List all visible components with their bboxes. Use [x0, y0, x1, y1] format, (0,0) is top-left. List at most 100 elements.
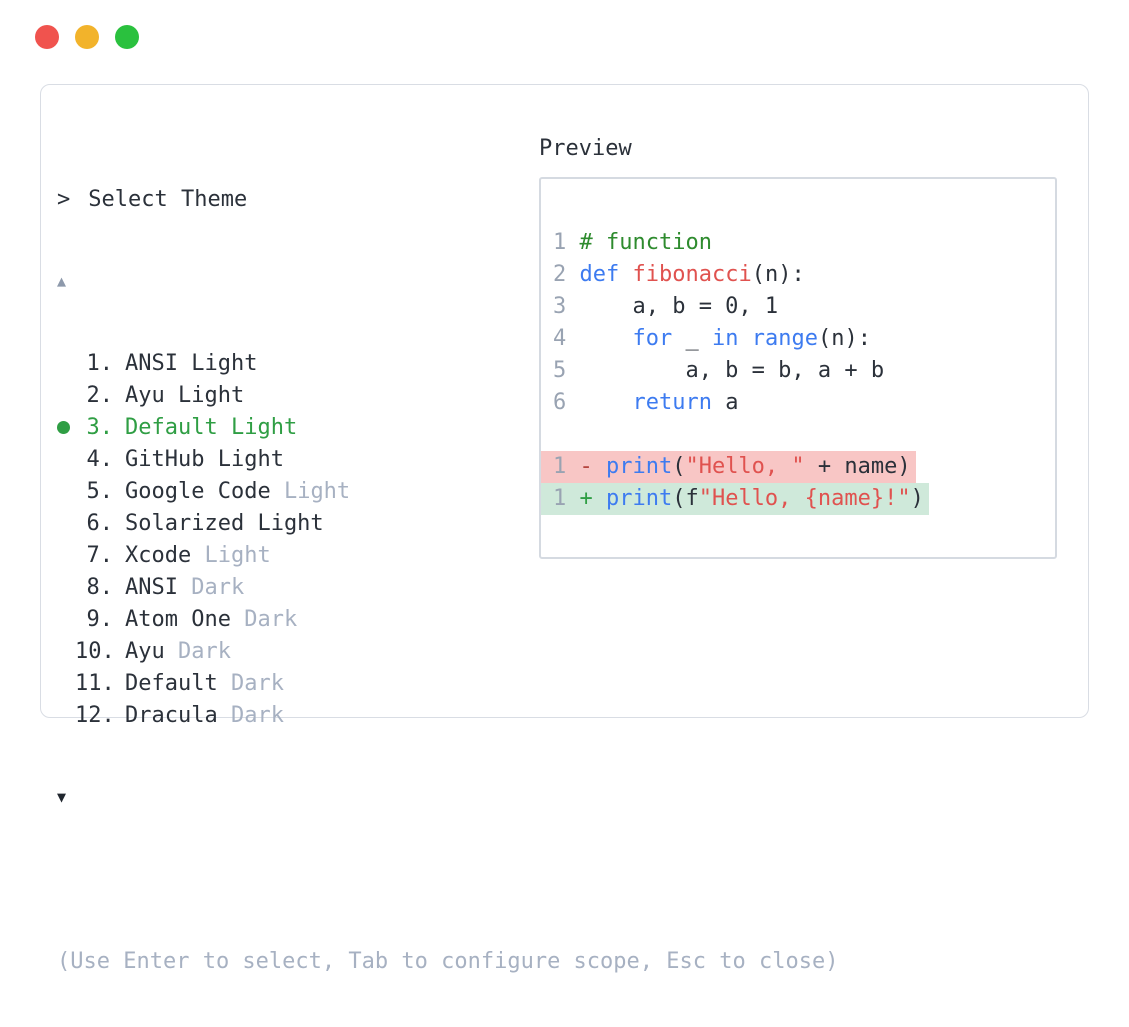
theme-item-number: 12.	[75, 702, 115, 728]
theme-item-label: Ayu	[125, 638, 165, 664]
help-text: (Use Enter to select, Tab to configure s…	[57, 948, 839, 974]
code-token: a, b = b, a + b	[579, 358, 885, 383]
theme-item-label: Atom One	[125, 606, 231, 632]
diff-lines: 1-print("Hello, " + name)1+print(f"Hello…	[541, 451, 1055, 515]
theme-item-number: 8.	[86, 574, 114, 600]
code-token	[738, 326, 751, 351]
theme-item-variant: Dark	[177, 574, 245, 600]
prompt-chevron: >	[57, 186, 71, 212]
theme-list-item[interactable]: 8. ANSI Dark	[57, 571, 838, 603]
code-token: a, b = 0, 1	[579, 294, 779, 319]
theme-item-number: 4.	[86, 446, 114, 472]
code-token: in	[711, 326, 739, 351]
code-token: "Hello, "	[685, 454, 805, 479]
theme-item-label: ANSI Light	[125, 350, 258, 376]
code-token: fibonacci	[632, 262, 752, 287]
prompt-line: > Select Theme	[57, 183, 838, 215]
theme-item-number: 6.	[86, 510, 114, 536]
theme-item-number: 2.	[86, 382, 114, 408]
theme-item-label: Dracula	[125, 702, 218, 728]
code-token	[579, 326, 632, 351]
theme-list-item[interactable]: 4. GitHub Light	[57, 443, 838, 475]
code-token: for	[632, 326, 673, 351]
selected-bullet-icon	[57, 420, 75, 434]
theme-list-item[interactable]: 5. Google Code Light	[57, 475, 838, 507]
code-token: (f	[672, 486, 699, 511]
line-number: 5	[553, 358, 567, 383]
code-token: (	[672, 454, 686, 479]
theme-list-item[interactable]: 2.Ayu Light	[57, 379, 838, 411]
theme-item-number: 7.	[86, 542, 114, 568]
theme-list-item[interactable]: 12. Dracula Dark	[57, 699, 838, 731]
code-line: 4 for _ in range(n):	[541, 323, 1055, 355]
theme-item-variant: Dark	[164, 638, 231, 664]
theme-item-variant: Light	[270, 478, 351, 504]
line-number: 4	[553, 326, 567, 351]
code-line: 5 a, b = b, a + b	[541, 355, 1055, 387]
diff-removed-sign: -	[579, 454, 593, 479]
theme-item-label: Solarized Light	[125, 510, 324, 536]
code-blank-line	[541, 419, 1055, 451]
code-token: + name)	[804, 454, 911, 479]
code-token: (n):	[751, 262, 805, 287]
code-token: print	[605, 454, 673, 479]
theme-item-label: GitHub Light	[125, 446, 284, 472]
line-number: 3	[553, 294, 567, 319]
theme-item-variant: Light	[191, 542, 271, 568]
window-controls	[35, 25, 139, 49]
theme-list-item[interactable]: 9. Atom One Dark	[57, 603, 838, 635]
code-token: def	[579, 262, 620, 287]
code-token: (n):	[817, 326, 871, 351]
code-token: # function	[579, 230, 712, 255]
theme-list-item[interactable]: 10. Ayu Dark	[57, 635, 838, 667]
theme-item-label: Default Light	[125, 414, 298, 440]
zoom-button[interactable]	[115, 25, 139, 49]
theme-list-item[interactable]: 1. ANSI Light	[57, 347, 838, 379]
code-token: a	[711, 390, 739, 415]
scroll-up-icon[interactable]: ▲	[57, 272, 67, 290]
code-token: _	[672, 326, 712, 351]
diff-added-sign: +	[579, 486, 593, 511]
theme-item-label: Xcode	[125, 542, 192, 568]
code-token: "Hello, {name}!"	[698, 486, 911, 511]
theme-list-item[interactable]: 3.Default Light	[57, 411, 838, 443]
line-number: 2	[553, 262, 567, 287]
diff-highlight: 1 + print(f"Hello, {name}!")	[541, 483, 929, 515]
line-number: 6	[553, 390, 567, 415]
theme-item-number: 1.	[86, 350, 114, 376]
theme-item-label: Google Code	[125, 478, 271, 504]
close-button[interactable]	[35, 25, 59, 49]
line-number: 1	[553, 454, 567, 479]
code-token: return	[632, 390, 712, 415]
diff-highlight: 1-print("Hello, " + name)	[541, 451, 916, 483]
page-title: Select Theme	[88, 186, 248, 212]
code-token: print	[605, 486, 673, 511]
code-line: 6 return a	[541, 387, 1055, 419]
theme-item-variant: Dark	[217, 702, 284, 728]
code-line: 2 def fibonacci(n):	[541, 259, 1055, 291]
line-number: 1	[553, 486, 567, 511]
minimize-button[interactable]	[75, 25, 99, 49]
theme-item-label: Default	[125, 670, 218, 696]
theme-item-variant: Dark	[230, 606, 298, 632]
theme-item-variant: Dark	[217, 670, 284, 696]
theme-item-number: 10.	[75, 638, 115, 664]
theme-list-item[interactable]: 6. Solarized Light	[57, 507, 838, 539]
preview-label: Preview	[539, 136, 632, 161]
code-token	[619, 262, 632, 287]
theme-list-item[interactable]: 7. Xcode Light	[57, 539, 838, 571]
theme-item-number: 5.	[86, 478, 114, 504]
diff-line-removed: 1-print("Hello, " + name)	[541, 451, 1055, 483]
code-line: 1# function	[541, 227, 1055, 259]
code-token: )	[910, 486, 924, 511]
scroll-down-icon[interactable]: ▼	[57, 788, 67, 806]
theme-item-label: ANSI	[125, 574, 178, 600]
theme-item-number: 9.	[86, 606, 114, 632]
code-token: range	[751, 326, 818, 351]
theme-list-item[interactable]: 11.Default Dark	[57, 667, 838, 699]
